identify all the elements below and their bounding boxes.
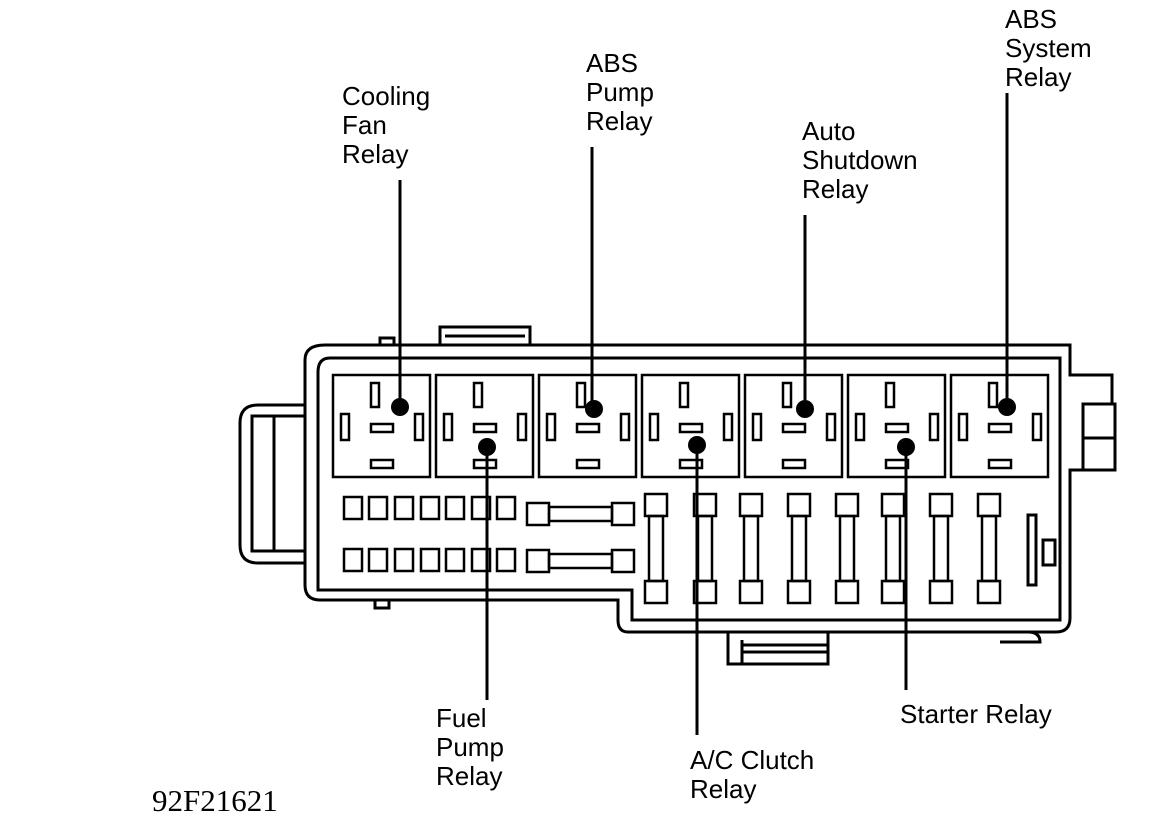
fuel-pump-relay-label: Fuel Pump Relay xyxy=(436,703,504,791)
vertical-fuse-5 xyxy=(834,492,860,605)
abs-system-relay-label: ABS System Relay xyxy=(1005,4,1092,92)
relay-sockets xyxy=(331,373,1050,479)
relay-socket-2 xyxy=(434,373,535,479)
starter-relay-label: Starter Relay xyxy=(900,699,1052,729)
cooling-fan-relay-label: Cooling Fan Relay xyxy=(342,81,431,169)
relay-dots xyxy=(391,398,1016,456)
starter-relay-dot xyxy=(897,438,915,456)
ac-clutch-relay-dot xyxy=(688,436,706,454)
vertical-fuse-3 xyxy=(738,492,764,605)
relay-socket-7 xyxy=(949,373,1050,479)
mini-fuse-row-top xyxy=(342,495,517,521)
mini-fuse-row-bottom xyxy=(342,547,517,573)
housing xyxy=(238,325,1117,666)
cartridge-fuses-vertical xyxy=(643,492,1002,605)
figure-code: 92F21621 xyxy=(152,783,278,818)
vertical-fuse-4 xyxy=(786,492,812,605)
abs-pump-relay-label: ABS Pump Relay xyxy=(586,48,654,136)
auto-shutdown-relay-label: Auto Shutdown Relay xyxy=(802,116,918,204)
relay-socket-5 xyxy=(743,373,844,479)
abs-system-relay-dot xyxy=(998,398,1016,416)
relay-socket-4 xyxy=(640,373,741,479)
vertical-fuse-7 xyxy=(928,492,954,605)
ac-clutch-relay-label: A/C Clutch Relay xyxy=(690,745,815,804)
fuel-pump-relay-dot xyxy=(478,438,496,456)
cartridge-fuses-horizontal xyxy=(525,501,636,574)
cooling-fan-relay-dot xyxy=(391,398,409,416)
relay-socket-3 xyxy=(537,373,638,479)
relay-socket-6 xyxy=(846,373,947,479)
vertical-fuse-8 xyxy=(976,492,1002,605)
auto-shutdown-relay-dot xyxy=(796,400,814,418)
vertical-fuse-6 xyxy=(880,492,906,605)
abs-pump-relay-dot xyxy=(585,400,603,418)
relay-socket-1 xyxy=(331,373,432,479)
leader-lines xyxy=(398,93,1009,735)
vertical-fuse-1 xyxy=(643,492,669,605)
